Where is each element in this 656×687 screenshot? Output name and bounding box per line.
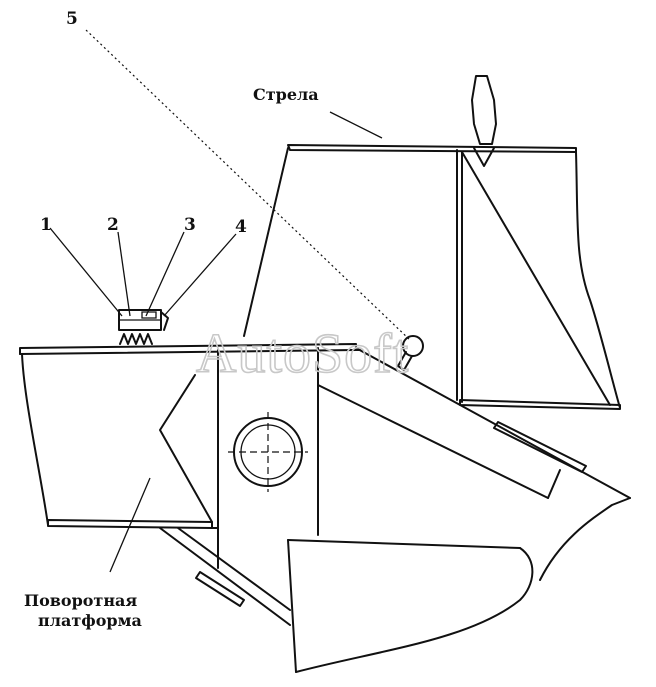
boom-top-bracket (471, 75, 497, 167)
lower-block (287, 539, 534, 673)
pivot-pin (228, 412, 308, 492)
platform-label-line2: платформа (38, 611, 142, 630)
sensor-assembly (118, 309, 169, 345)
boom-lower-beam (317, 347, 631, 581)
callout-5: 5 (66, 9, 78, 29)
angle-sensor (397, 335, 424, 371)
lower-strut (159, 527, 291, 626)
boom-label: Стрела (253, 85, 319, 104)
callout-3: 3 (184, 215, 196, 235)
leader-lines (49, 29, 411, 573)
turntable-platform (19, 343, 357, 569)
boom (243, 144, 621, 410)
callout-2: 2 (107, 215, 119, 235)
watermark-text: AutoSoft (196, 323, 409, 385)
callout-4: 4 (235, 217, 247, 237)
platform-label-line1: Поворотная (24, 591, 137, 610)
callout-1: 1 (40, 215, 52, 235)
